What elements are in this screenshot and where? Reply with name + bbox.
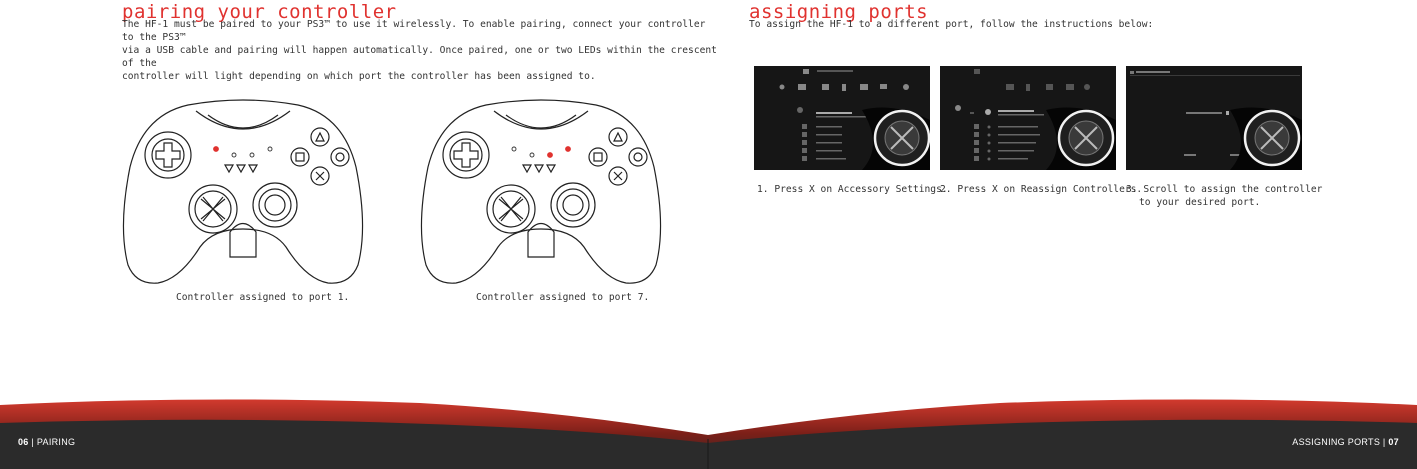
led-3 [547, 152, 553, 158]
step-3: 3. Scroll to assign the controller to yo… [1126, 183, 1326, 209]
assigning-paragraph: To assign the HF-1 to a different port, … [749, 19, 1154, 30]
led-1 [213, 146, 219, 152]
step-3-text: Scroll to assign the controller [1143, 184, 1323, 195]
controller-1-caption: Controller assigned to port 1. [176, 292, 350, 303]
led-row-port-7 [511, 146, 571, 158]
step-3-text-line2: to your desired port. [1139, 197, 1261, 208]
xmb-menu-image [1126, 66, 1302, 170]
footer-left-page-number: 06 [18, 437, 29, 447]
pairing-line-2: via a USB cable and pairing will happen … [122, 45, 717, 69]
led-3 [249, 152, 255, 158]
footer-right-page-number: 07 [1388, 437, 1399, 447]
pairing-line-3: controller will light depending on which… [122, 71, 596, 82]
footer-left-separator: | [28, 437, 37, 447]
left-page-title: pairing your controller [122, 1, 397, 23]
xmb-menu-image [940, 66, 1116, 170]
screenshot-accessory-settings [754, 66, 930, 170]
led-4 [267, 146, 273, 152]
controller-port-1-illustration [122, 99, 364, 284]
step-2-number: 2. [940, 184, 952, 195]
footer-band [0, 399, 1417, 469]
step-1: 1. Press X on Accessory Settings. [757, 183, 948, 196]
step-3-number: 3. [1126, 184, 1138, 195]
led-4 [565, 146, 571, 152]
led-row-port-1 [213, 146, 273, 158]
step-1-text: Press X on Accessory Settings. [774, 184, 948, 195]
footer-right-separator: | [1380, 437, 1389, 447]
right-page-title: assigning ports [749, 1, 929, 23]
footer-right-section: ASSIGNING PORTS [1292, 437, 1381, 447]
led-2 [231, 152, 237, 158]
step-2: 2. Press X on Reassign Controllers. [940, 183, 1142, 196]
screenshot-reassign-controllers [940, 66, 1116, 170]
step-1-number: 1. [757, 184, 769, 195]
footer-right: ASSIGNING PORTS | 07 [1292, 437, 1399, 447]
xmb-menu-image [754, 66, 930, 170]
controller-port-7-illustration [420, 99, 662, 284]
controller-2-caption: Controller assigned to port 7. [476, 292, 650, 303]
led-2 [529, 152, 535, 158]
pairing-line-1: The HF-1 must be paired to your PS3™ to … [122, 19, 706, 43]
screenshot-assign-port [1126, 66, 1302, 170]
led-1 [511, 146, 517, 152]
footer-left-section: PAIRING [36, 437, 76, 447]
pairing-paragraph: The HF-1 must be paired to your PS3™ to … [122, 18, 722, 83]
footer-left: 06 | PAIRING [18, 437, 75, 447]
step-2-text: Press X on Reassign Controllers. [957, 184, 1143, 195]
